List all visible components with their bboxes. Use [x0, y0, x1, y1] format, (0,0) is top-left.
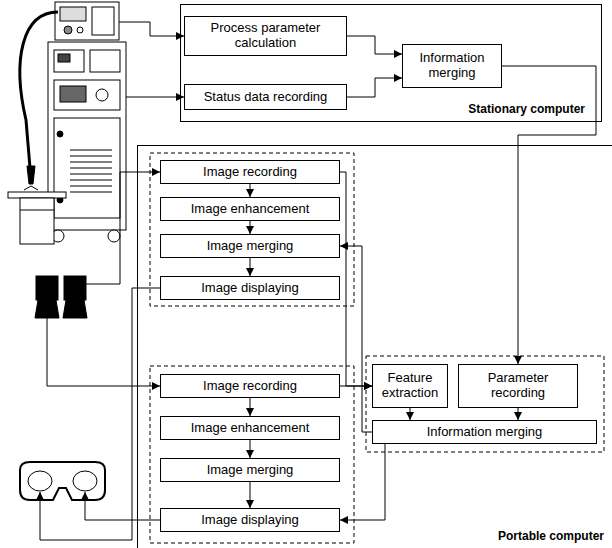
box-label: Image merging	[207, 463, 294, 478]
welding-machine	[108, 230, 120, 242]
box-label: Image recording	[203, 379, 297, 394]
group-label: Portable computer	[498, 530, 604, 544]
box-label: Status data recording	[204, 90, 328, 105]
welding-machine	[77, 27, 83, 33]
video-goggles	[28, 471, 52, 491]
flow-arrow	[347, 36, 402, 54]
flow-arrow	[518, 408, 519, 420]
welding-machine	[48, 42, 126, 230]
flow-arrow	[250, 440, 251, 458]
welding-torch	[24, 186, 38, 190]
vent-line	[70, 186, 112, 187]
flow-arrow	[250, 221, 251, 234]
vent-line	[70, 150, 112, 151]
signal-wire	[85, 492, 160, 520]
welding-machine	[96, 89, 108, 101]
welding-torch	[27, 166, 35, 184]
process-box: Information merging	[402, 44, 502, 88]
process-box: Image merging	[160, 458, 340, 482]
workpiece-table	[8, 192, 66, 244]
flow-arrow	[410, 408, 411, 420]
flow-arrow	[250, 184, 251, 197]
vent-line	[70, 168, 112, 169]
computer-group: Portable computerImage recordingImage en…	[137, 145, 612, 548]
stereo-cameras	[35, 276, 87, 318]
stereo-cameras	[36, 276, 58, 300]
welding-machine	[70, 150, 112, 192]
welding-machine	[92, 7, 114, 35]
process-box: Process parameter calculation	[184, 16, 347, 56]
welding-machine	[60, 86, 86, 102]
process-box: Image enhancement	[160, 416, 340, 440]
signal-wire	[47, 318, 160, 386]
welding-machine	[90, 50, 120, 72]
box-label: Image displaying	[201, 513, 299, 528]
flow-arrow	[340, 246, 372, 432]
box-label: Process parameter calculation	[191, 21, 340, 51]
box-label: Image merging	[207, 239, 294, 254]
box-label: Information merging	[427, 425, 543, 440]
vent-line	[70, 162, 112, 163]
vent-line	[70, 192, 112, 193]
video-goggles	[20, 462, 105, 500]
vent-line	[70, 180, 112, 181]
module-group	[150, 366, 354, 543]
flow-arrow	[250, 398, 251, 416]
box-label: Parameter recording	[465, 371, 571, 401]
flow-arrow	[340, 386, 372, 387]
welding-machine	[54, 50, 84, 72]
flow-arrow	[340, 444, 385, 520]
stereo-cameras	[35, 300, 59, 318]
process-box: Status data recording	[184, 84, 347, 110]
welding-machine	[60, 7, 86, 21]
signal-wire	[126, 97, 184, 98]
process-box: Image merging	[160, 234, 340, 258]
welding-machine	[54, 80, 120, 110]
module-group	[150, 153, 354, 306]
process-box: Image recording	[160, 374, 340, 398]
welding-machine	[55, 2, 119, 40]
welding-torch	[20, 12, 58, 190]
box-label: Information merging	[409, 51, 495, 81]
welding-machine	[48, 2, 126, 242]
computer-group: Stationary computer Process parameter cal…	[180, 4, 602, 122]
vent-line	[70, 156, 112, 157]
signal-wire	[86, 172, 160, 284]
group-label: Stationary computer	[468, 103, 585, 117]
box-label: Image recording	[203, 165, 297, 180]
process-box: Image enhancement	[160, 197, 340, 221]
workpiece-table	[20, 210, 54, 211]
flow-arrow	[340, 172, 372, 386]
module-group	[366, 356, 604, 452]
stereo-cameras	[64, 276, 86, 300]
process-box: Image displaying	[160, 508, 340, 532]
vent-line	[70, 174, 112, 175]
welding-machine	[57, 131, 63, 137]
flow-arrow	[347, 78, 402, 97]
welding-machine	[58, 54, 70, 62]
box-label: Image enhancement	[191, 421, 310, 436]
box-label: Image enhancement	[191, 202, 310, 217]
flow-arrow	[250, 482, 251, 508]
module-group	[150, 153, 604, 543]
welding-torch	[20, 12, 58, 168]
welding-machine	[64, 26, 72, 34]
stereo-cameras	[63, 300, 87, 318]
video-goggles	[20, 462, 105, 500]
workpiece-table	[20, 198, 54, 244]
process-box: Feature extraction	[372, 364, 448, 408]
workpiece-table	[8, 192, 66, 198]
welding-machine	[54, 118, 120, 218]
process-box: Image recording	[160, 160, 340, 184]
process-box: Image displaying	[160, 276, 340, 300]
signal-wire	[40, 288, 160, 540]
flow-arrow	[250, 258, 251, 276]
signal-wire	[119, 22, 184, 36]
process-box: Information merging	[372, 420, 597, 444]
box-label: Image displaying	[201, 281, 299, 296]
process-box: Parameter recording	[458, 364, 578, 408]
box-label: Feature extraction	[379, 371, 441, 401]
video-goggles	[73, 471, 97, 491]
